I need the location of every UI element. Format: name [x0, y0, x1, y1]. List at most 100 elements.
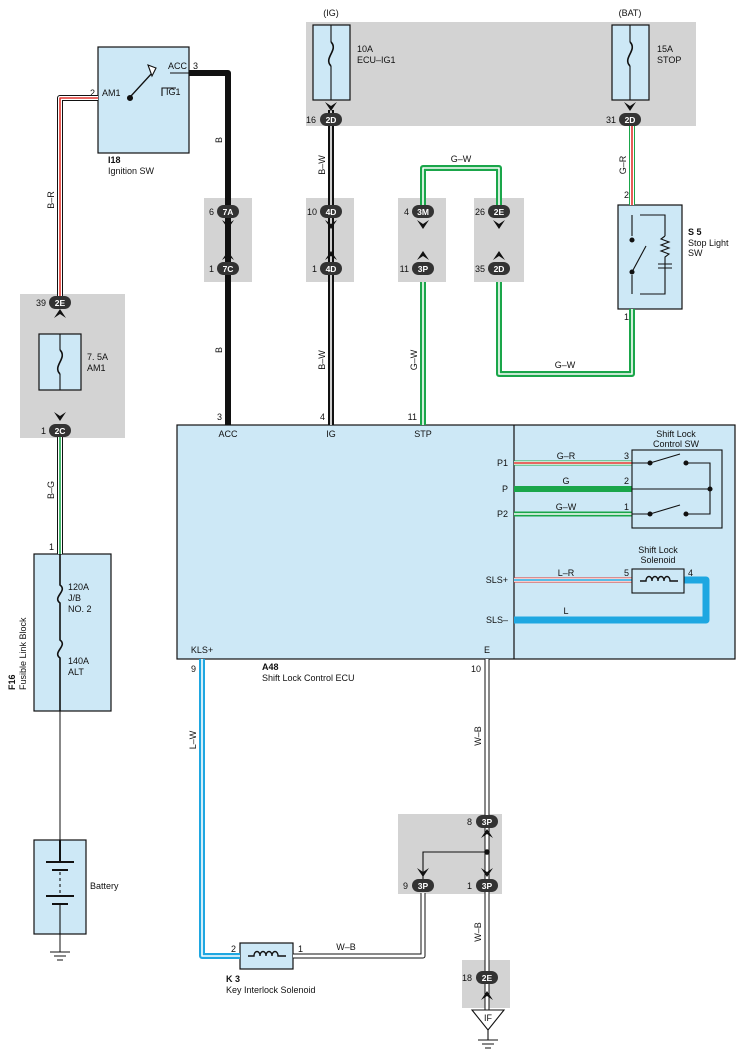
am1-fuse-name: AM1 — [87, 363, 106, 373]
svg-text:3M: 3M — [417, 207, 429, 217]
ecu-kls: KLS+ — [191, 645, 213, 655]
ground-if-icon — [478, 1030, 498, 1049]
pin-7c-1: 1 — [209, 264, 214, 274]
stop-switch-name-1: Stop Light — [688, 238, 729, 248]
svg-text:2D: 2D — [494, 264, 505, 274]
ecu-ig: IG — [326, 429, 336, 439]
ign-ig1-label: IG1 — [166, 87, 181, 97]
wire-label-g-r: G–R — [618, 155, 628, 174]
ecu-stp: STP — [414, 429, 432, 439]
component-labels: (IG) (BAT) 10A ECU–IG1 15A STOP AM1 ACC … — [7, 8, 729, 1023]
symbols — [46, 25, 723, 1049]
pin-k3-1: 1 — [298, 944, 303, 954]
pin-2c-1: 1 — [41, 426, 46, 436]
wire-label-b-1: B — [214, 137, 224, 143]
connector-3p-8: 3P — [476, 815, 498, 828]
wires — [57, 70, 710, 1010]
battery-label: Battery — [90, 881, 119, 891]
connector-2d-35: 2D — [488, 262, 510, 275]
wire-label-g-w-stop: G–W — [555, 360, 576, 370]
svg-text:2C: 2C — [55, 426, 66, 436]
svg-text:2E: 2E — [482, 973, 493, 983]
fl-140a: 140A — [68, 656, 89, 666]
wire-g-w-stop — [496, 282, 635, 377]
pin-3p-1: 1 — [467, 881, 472, 891]
connector-4d-bottom: 4D — [320, 262, 342, 275]
connector-7a: 7A — [217, 205, 239, 218]
svg-text:3P: 3P — [482, 817, 493, 827]
svg-text:2D: 2D — [326, 115, 337, 125]
pin-ign-2: 2 — [90, 88, 95, 98]
pin-stop-2: 2 — [624, 190, 629, 200]
connector-3p-9: 3P — [412, 879, 434, 892]
battery-ground-icon — [50, 951, 70, 961]
connector-3m: 3M — [412, 205, 434, 218]
pin-35: 35 — [475, 264, 485, 274]
battery-icon — [46, 840, 74, 934]
pin-31: 31 — [606, 115, 616, 125]
shift-switch-name-2: Control SW — [653, 439, 700, 449]
connector-arrows — [54, 102, 636, 1000]
pin-16: 16 — [306, 115, 316, 125]
key-interlock-coil-icon — [248, 950, 286, 957]
connector-2d-31: 2D — [619, 113, 641, 126]
wire-b — [189, 70, 231, 425]
pin-sw-3: 3 — [624, 451, 629, 461]
wire-label-b-w-1: B–W — [317, 155, 327, 175]
pin-fl-1: 1 — [49, 542, 54, 552]
ign-am1-label: AM1 — [102, 88, 121, 98]
svg-text:3P: 3P — [418, 881, 429, 891]
pin-18: 18 — [462, 973, 472, 983]
stop-switch-name-2: SW — [688, 248, 703, 258]
wire-labels: B–R B B B–W B–W G–W G–W G–W G–R B–G G–R … — [46, 137, 628, 952]
connector-7c: 7C — [217, 262, 239, 275]
pin-3p-11: 11 — [400, 264, 409, 274]
ecu-fuse-name: ECU–IG1 — [357, 55, 396, 65]
wire-l-w — [199, 659, 240, 959]
pin-3p-9: 9 — [403, 881, 408, 891]
pin-4d-1: 1 — [312, 264, 317, 274]
pin-39: 39 — [36, 298, 46, 308]
wire-label-b-g: B–G — [46, 481, 56, 499]
ign-acc-label: ACC — [168, 61, 188, 71]
ecu-fuse-icon — [327, 41, 335, 67]
wire-label-w-b-gnd: W–B — [473, 922, 483, 942]
pin-ecu-10: 10 — [471, 664, 481, 674]
wire-w-b-k3 — [293, 893, 426, 959]
connector-2e-26: 2E — [488, 205, 510, 218]
fl-alt: ALT — [68, 667, 84, 677]
wire-label-w-b-k3: W–B — [336, 942, 356, 952]
wire-label-b-2: B — [214, 347, 224, 353]
fl-name: Fusible Link Block — [18, 617, 28, 690]
stop-fuse-icon — [626, 41, 634, 67]
connector-4d-top: 4D — [320, 205, 342, 218]
ecu-fuse-amp: 10A — [357, 44, 373, 54]
am1-fuse-icon — [56, 349, 64, 375]
fusible-link-box — [33, 553, 112, 712]
pin-ecu-9: 9 — [191, 664, 196, 674]
pin-sw-1: 1 — [624, 502, 629, 512]
am1-fuse-amp: 7. 5A — [87, 352, 108, 362]
svg-text:7C: 7C — [223, 264, 234, 274]
svg-text:2E: 2E — [55, 298, 66, 308]
wire-label-w-b-e: W–B — [473, 726, 483, 746]
pin-numbers: 2 3 16 31 6 1 10 1 4 11 26 35 2 1 39 1 3… — [36, 61, 693, 983]
svg-text:4D: 4D — [326, 207, 337, 217]
wire-label-sls-m: L — [563, 606, 568, 616]
pin-k3-2: 2 — [231, 944, 236, 954]
ecu-sls-plus: SLS+ — [486, 575, 508, 585]
pin-sw-2: 2 — [624, 476, 629, 486]
wire-label-g-w-stp: G–W — [409, 349, 419, 370]
ign-name: Ignition SW — [108, 166, 155, 176]
connector-2d-16: 2D — [320, 113, 342, 126]
connector-pills: 2D 2D 7A 7C 4D 4D 3M 3P 2E 2D 2E 2C 3P 3… — [49, 113, 641, 984]
junction-3p-icon — [422, 851, 487, 881]
shift-lock-switch-contacts — [632, 453, 713, 517]
shift-lock-coil-icon — [640, 575, 678, 582]
solenoid-name-1: Shift Lock — [638, 545, 678, 555]
stop-fuse-name: STOP — [657, 55, 681, 65]
svg-text:3P: 3P — [418, 264, 429, 274]
pin-6: 6 — [209, 207, 214, 217]
k3-name: Key Interlock Solenoid — [226, 985, 316, 995]
